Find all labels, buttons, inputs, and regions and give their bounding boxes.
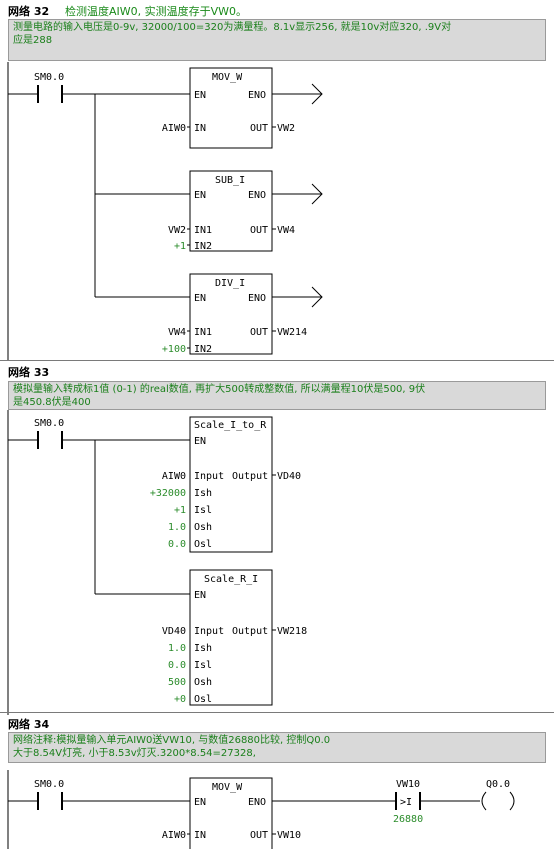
n33-b1-in0-op: VD40 [162, 626, 186, 637]
n32-mov-w-in-op: AIW0 [162, 123, 186, 134]
n33-b0-in3-op: 1.0 [168, 522, 186, 533]
n34-compare-top: VW10 [396, 779, 420, 790]
n32-div-i-eno: ENO [248, 293, 266, 304]
n33-contact-label: SM0.0 [34, 418, 64, 429]
n34-mov-w-out-pin: OUT [250, 830, 268, 841]
network-33-comment-line1: 模拟量输入转成标1值 (0-1) 的real数值, 再扩大500转成整数值, 所… [13, 384, 426, 395]
n33-scale-r-i-en: EN [194, 590, 206, 601]
n34-coil-label: Q0.0 [486, 779, 510, 790]
network-34-comment-line2: 大于8.54V灯亮, 小于8.53v灯灭.3200*8.54=27328, [13, 748, 256, 759]
n32-div-i-en: EN [194, 293, 206, 304]
n33-b1-out-op: VW218 [277, 626, 307, 637]
n32-div-i-out-pin: OUT [250, 327, 268, 338]
n34-mov-w-in-pin: IN [194, 830, 206, 841]
n33-b0-in0-op: AIW0 [162, 471, 186, 482]
n33-b0-out-pin: Output [232, 471, 268, 482]
n32-sub-i-in1-pin: IN1 [194, 225, 212, 236]
n32-mov-w-in-pin: IN [194, 123, 206, 134]
n32-sub-i-title: SUB_I [215, 175, 245, 186]
n33-b0-in0-pin: Input [194, 471, 224, 482]
network-32-comment-line2: 应是288 [13, 35, 53, 46]
n33-scale-i-to-r-title: Scale_I_to_R [194, 420, 267, 431]
n33-b1-in3-op: 500 [168, 677, 186, 688]
n32-sub-i-en: EN [194, 190, 206, 201]
network-33-comment[interactable]: 模拟量输入转成标1值 (0-1) 的real数值, 再扩大500转成整数值, 所… [8, 381, 546, 410]
n33-b0-in1-op: +32000 [150, 488, 186, 499]
n32-div-i-in2-op: +100 [162, 344, 186, 355]
n34-contact-label: SM0.0 [34, 779, 64, 790]
n32-contact-label: SM0.0 [34, 72, 64, 83]
n33-b0-in1-pin: Ish [194, 488, 212, 499]
n32-mov-w-out-pin: OUT [250, 123, 268, 134]
n32-sub-i-in1-op: VW2 [168, 225, 186, 236]
n32-sub-i-eno: ENO [248, 190, 266, 201]
network-34-label: 网络 34 [8, 718, 50, 731]
n33-b0-in4-op: 0.0 [168, 539, 186, 550]
n33-scale-i-to-r-en: EN [194, 436, 206, 447]
n33-scale-r-i-title: Scale_R_I [204, 574, 258, 585]
network-34-divider [0, 712, 554, 713]
network-33-comment-line2: 是450.8伏是400 [13, 397, 91, 408]
n34-mov-w-title: MOV_W [212, 782, 243, 793]
n32-sub-i-in2-pin: IN2 [194, 241, 212, 252]
network-32-title: 网络 32 检测温度AIW0, 实测温度存于VW0。 [8, 3, 247, 19]
network-33-divider [0, 360, 554, 361]
n33-b1-in4-pin: Osl [194, 694, 212, 705]
n32-div-i-out-op: VW214 [277, 327, 307, 338]
n34-mov-w-out-op: VW10 [277, 830, 301, 841]
n32-div-i-title: DIV_I [215, 278, 245, 289]
n33-b1-in4-op: +0 [174, 694, 186, 705]
network-34-comment-line1: 网络注释:模拟量输入单元AIW0送VW10, 与数值26880比较, 控制Q0.… [13, 735, 331, 746]
network-34-comment[interactable]: 网络注释:模拟量输入单元AIW0送VW10, 与数值26880比较, 控制Q0.… [8, 732, 546, 763]
network-34-title: 网络 34 [8, 716, 49, 732]
network-32-label: 网络 32 [8, 5, 50, 18]
network-32-title-comment: 检测温度AIW0, 实测温度存于VW0。 [64, 5, 248, 18]
network-33-title: 网络 33 [8, 364, 49, 380]
network-32-comment[interactable]: 测量电路的输入电压是0-9v, 32000/100=320为满量程。8.1v显示… [8, 19, 546, 61]
n33-b0-in4-pin: Osl [194, 539, 212, 550]
n34-mov-w-en: EN [194, 797, 206, 808]
n32-sub-i-out-pin: OUT [250, 225, 268, 236]
n32-mov-w-eno: ENO [248, 90, 266, 101]
n33-b0-in2-op: +1 [174, 505, 186, 516]
n33-b1-in2-pin: Isl [194, 660, 212, 671]
n33-b1-in0-pin: Input [194, 626, 224, 637]
network-32-comment-line1: 测量电路的输入电压是0-9v, 32000/100=320为满量程。8.1v显示… [13, 22, 452, 33]
n32-sub-i-out-op: VW4 [277, 225, 295, 236]
n34-mov-w-in-op: AIW0 [162, 830, 186, 841]
n33-b0-in3-pin: Osh [194, 522, 212, 533]
n33-b0-out-op: VD40 [277, 471, 301, 482]
n34-compare-bottom: 26880 [393, 814, 423, 825]
network-33-label: 网络 33 [8, 366, 50, 379]
n33-b1-in1-op: 1.0 [168, 643, 186, 654]
n32-div-i-in2-pin: IN2 [194, 344, 212, 355]
n32-div-i-in1-op: VW4 [168, 327, 186, 338]
n32-mov-w-title: MOV_W [212, 72, 243, 83]
n34-compare-symbol: >I [400, 797, 412, 808]
n33-b1-out-pin: Output [232, 626, 268, 637]
n33-b1-in2-op: 0.0 [168, 660, 186, 671]
n32-mov-w-en: EN [194, 90, 206, 101]
n33-b1-in1-pin: Ish [194, 643, 212, 654]
n32-div-i-in1-pin: IN1 [194, 327, 212, 338]
n34-mov-w-eno: ENO [248, 797, 266, 808]
n32-sub-i-in2-op: +1 [174, 241, 186, 252]
n33-b0-in2-pin: Isl [194, 505, 212, 516]
n33-b1-in3-pin: Osh [194, 677, 212, 688]
n32-mov-w-out-op: VW2 [277, 123, 295, 134]
